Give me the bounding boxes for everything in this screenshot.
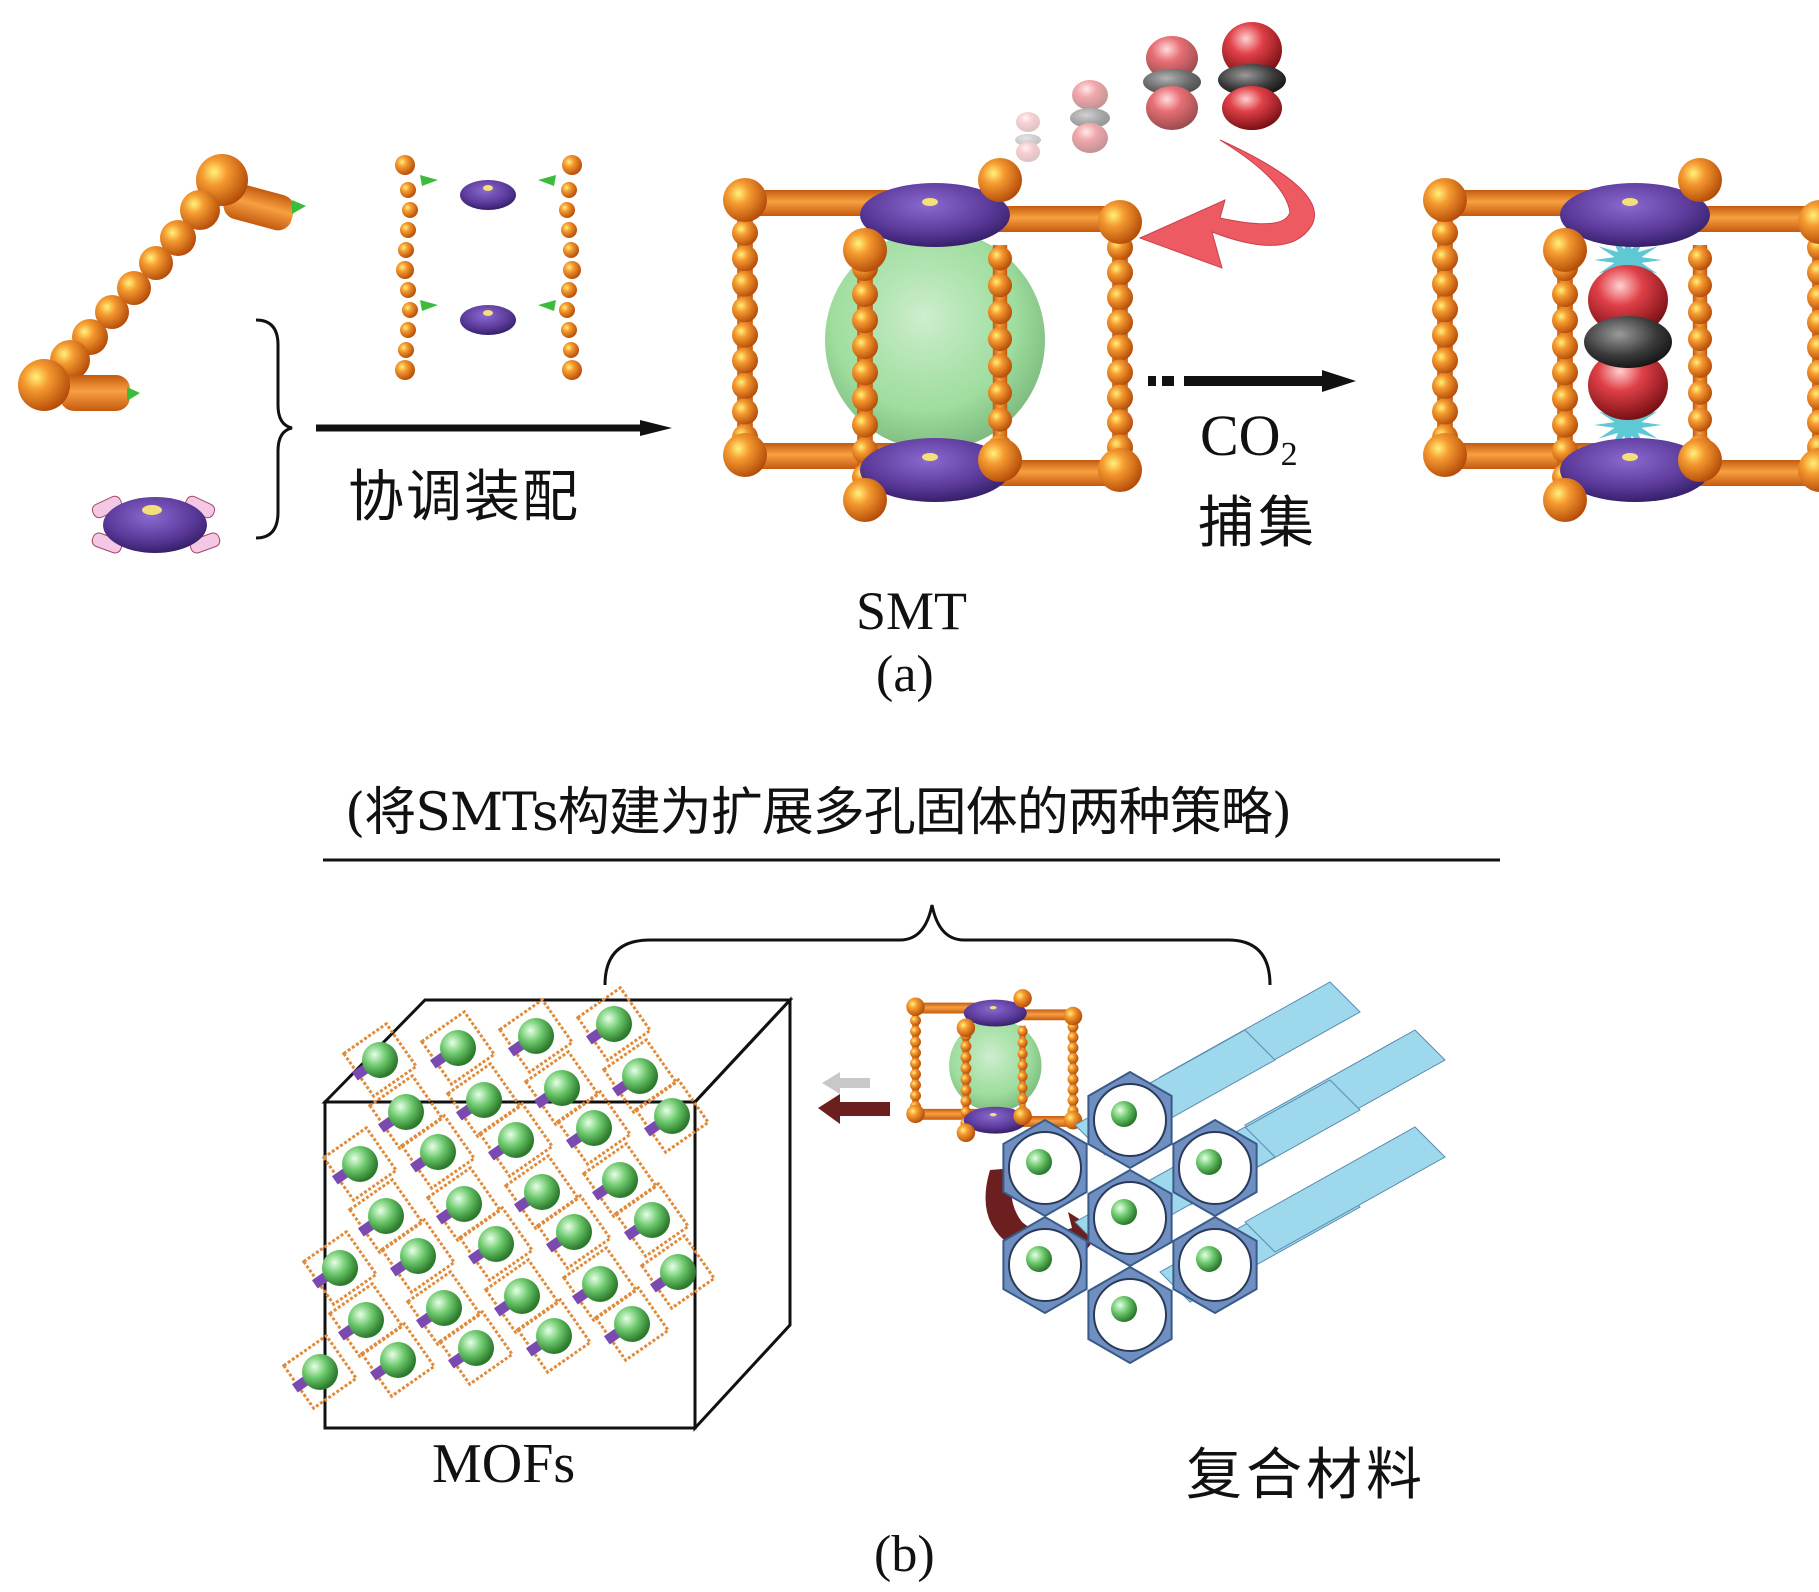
mof-cell (359, 1321, 437, 1399)
panel-b-label: (b) (874, 1526, 935, 1583)
honeycomb-cell (1002, 1215, 1088, 1315)
smt-cage-small (906, 989, 1083, 1143)
capture-arrow (1148, 370, 1356, 392)
mof-cell (457, 1205, 535, 1283)
mof-cell (581, 1141, 659, 1219)
assembly-step-label: 协调装配 (348, 465, 580, 530)
honeycomb-cell (1172, 1215, 1258, 1315)
honeycomb-cell (1087, 1070, 1173, 1170)
mofs-label: MOFs (432, 1433, 576, 1495)
smt-cage (723, 158, 1142, 522)
mof-arrow (818, 1072, 890, 1124)
mof-cell (281, 1333, 359, 1411)
ligand-tip-icon (292, 200, 306, 214)
mof-cell (367, 1073, 445, 1151)
honeycomb-cell (1002, 1118, 1088, 1218)
mof-cell (399, 1113, 477, 1191)
mof-cell (327, 1281, 405, 1359)
mof-cell (575, 985, 653, 1063)
mof-cell (535, 1193, 613, 1271)
mof-cell (419, 1009, 497, 1087)
capture-step-label: 捕集 (1198, 491, 1318, 556)
mof-cell (633, 1077, 711, 1155)
metal-node (91, 495, 221, 554)
mof-cell (561, 1245, 639, 1323)
mof-cell (321, 1125, 399, 1203)
co2-label: CO2 (1200, 402, 1298, 474)
honeycomb-cell (1172, 1118, 1258, 1218)
mof-cell (379, 1217, 457, 1295)
smt-label: SMT (856, 581, 968, 641)
honeycomb-cell (1087, 1265, 1173, 1365)
capture-curved-arrow (1138, 139, 1316, 269)
mof-cell (515, 1297, 593, 1375)
strategy-brace-icon (603, 904, 1272, 986)
panel-a-label: (a) (876, 646, 934, 703)
mof-lattice-cube (281, 985, 794, 1432)
mof-cell (477, 1101, 555, 1179)
mof-cell (445, 1061, 523, 1139)
co2-label-main: CO (1200, 403, 1281, 468)
honeycomb-cell (1087, 1168, 1173, 1268)
co2-molecules (1015, 22, 1286, 162)
assembly-arrow (316, 420, 672, 436)
co2-label-subscript: 2 (1280, 436, 1298, 473)
mof-cell (437, 1309, 515, 1387)
mof-cell (301, 1229, 379, 1307)
partial-assembly (395, 155, 582, 380)
mof-cell (497, 997, 575, 1075)
smt-cage-with-co2 (1423, 158, 1819, 522)
mof-cell (593, 1285, 671, 1363)
ligand-molecule (18, 154, 306, 411)
composite-label: 复合材料 (1186, 1443, 1426, 1508)
panel-b-title: (将SMTs构建为扩展多孔固体的两种策略) (345, 783, 1292, 843)
honeycomb-composite (1002, 981, 1446, 1365)
mof-cell (639, 1233, 717, 1311)
mof-cell (341, 1021, 419, 1099)
brace-icon (255, 318, 293, 540)
mof-cell (555, 1089, 633, 1167)
mof-cell (613, 1181, 691, 1259)
